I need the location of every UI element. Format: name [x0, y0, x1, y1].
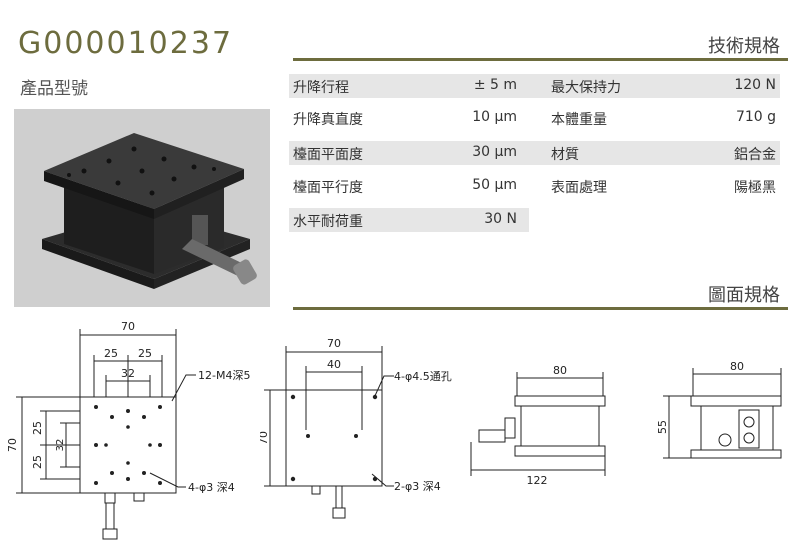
spec-label: 升降行程	[293, 80, 349, 96]
dim-32v: 32	[55, 439, 66, 452]
drawings-divider	[293, 307, 788, 310]
front-dim-height: 55	[656, 420, 669, 434]
spec-row: 升降真直度 10 μm 本體重量 710 g	[289, 106, 780, 130]
dim-25c: 25	[31, 421, 44, 435]
base-view-drawing: 70 40 70 4-φ4.5通孔 2-φ3 深4	[260, 337, 452, 519]
front-dim-top: 80	[730, 360, 744, 373]
base-dim-height: 70	[260, 431, 270, 445]
spec-label: 升降真直度	[293, 112, 363, 128]
spec-value: 陽極黑	[734, 180, 776, 196]
part-number-label: 產品型號	[20, 79, 88, 99]
product-photo	[14, 109, 270, 307]
side-dim-bottom: 122	[527, 474, 548, 487]
specs-title: 技術規格	[708, 36, 780, 57]
side-dim-top: 80	[553, 364, 567, 377]
specs-divider	[293, 58, 788, 61]
spec-value: 30 μm	[472, 144, 517, 160]
hole-note: 4-φ3 深4	[188, 481, 235, 494]
top-view-drawing: 70 25 25 32 70 25 25 32 12-M4深5 4-φ3 深4	[6, 320, 250, 540]
base-dim-40: 40	[327, 358, 341, 371]
drawings-title: 圖面規格	[708, 285, 780, 306]
spec-label: 表面處理	[551, 180, 607, 196]
spec-label: 水平耐荷重	[293, 214, 363, 230]
dim-height: 70	[6, 438, 19, 452]
spec-value: 120 N	[734, 77, 776, 93]
spec-row: 水平耐荷重 30 N	[289, 208, 529, 232]
dim-width: 70	[121, 320, 135, 333]
part-number: G000010237	[18, 26, 234, 61]
dim-25d: 25	[31, 455, 44, 469]
spec-label: 檯面平面度	[293, 147, 363, 163]
spec-row: 升降行程 ± 5 m 最大保持力 120 N	[289, 74, 780, 98]
base-dim-width: 70	[327, 337, 341, 350]
spec-row: 檯面平面度 30 μm 材質 鋁合金	[289, 141, 780, 165]
dim-25b: 25	[138, 347, 152, 360]
dim-32: 32	[121, 367, 135, 380]
spec-value: 710 g	[735, 109, 776, 125]
spec-label: 本體重量	[551, 112, 607, 128]
spec-value: ± 5 m	[473, 77, 517, 93]
spec-label: 檯面平行度	[293, 180, 363, 196]
spec-value: 10 μm	[472, 109, 517, 125]
front-view-drawing: 80 55	[656, 360, 782, 459]
tap-hole-note: 12-M4深5	[198, 369, 250, 382]
spec-value: 鋁合金	[734, 147, 776, 163]
spec-row: 檯面平行度 50 μm 表面處理 陽極黑	[289, 174, 780, 198]
through-hole-note: 4-φ4.5通孔	[394, 370, 452, 383]
spec-value: 30 N	[484, 211, 517, 227]
spec-label: 材質	[551, 147, 579, 163]
dim-25a: 25	[104, 347, 118, 360]
product-render-illustration	[14, 109, 270, 307]
base-hole-note: 2-φ3 深4	[394, 480, 441, 493]
spec-label: 最大保持力	[551, 80, 621, 96]
side-view-drawing: 80 122	[470, 364, 606, 487]
spec-value: 50 μm	[472, 177, 517, 193]
